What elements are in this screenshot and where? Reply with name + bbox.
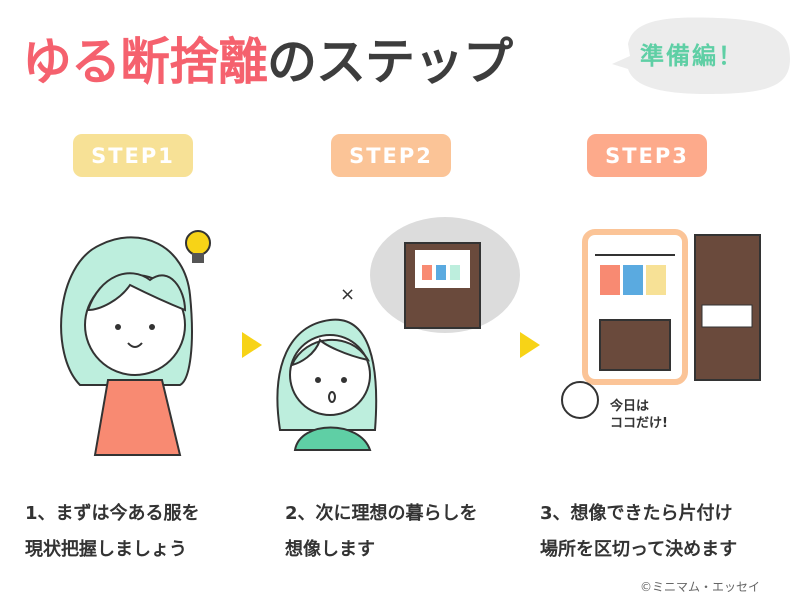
caption-line: 3、想像できたら片付け xyxy=(540,503,733,524)
note-line2: ココだけ! xyxy=(610,416,668,431)
caption-line: 想像します xyxy=(285,539,375,560)
arrow-icon xyxy=(242,332,262,358)
bubble-label: 準備編！ xyxy=(640,42,744,70)
step2-caption: 2、次に理想の暮らしを 想像します xyxy=(285,496,478,568)
step3-illustration xyxy=(561,229,761,419)
page-title: ゆる断捨離のステップ xyxy=(22,22,513,94)
title-highlight: ゆる断捨離 xyxy=(22,33,268,91)
today-note: 今日は ココだけ! xyxy=(610,398,668,432)
svg-text:×: × xyxy=(340,284,355,305)
step2-badge: STEP2 xyxy=(331,134,451,177)
step2-illustration: × xyxy=(276,217,520,451)
step3-caption: 3、想像できたら片付け 場所を区切って決めます xyxy=(540,496,737,568)
copyright: ©ミニマム・エッセイ xyxy=(640,580,761,594)
step1-illustration xyxy=(60,230,211,456)
step1-badge: STEP1 xyxy=(73,134,193,177)
caption-line: 場所を区切って決めます xyxy=(540,539,738,560)
step1-caption: 1、まずは今ある服を 現状把握しましょう xyxy=(25,496,200,568)
title-rest: のステップ xyxy=(267,33,513,91)
caption-line: 2、次に理想の暮らしを xyxy=(285,503,478,524)
caption-line: 1、まずは今ある服を xyxy=(25,503,200,524)
step3-badge: STEP3 xyxy=(587,134,707,177)
note-line1: 今日は xyxy=(610,399,650,414)
caption-line: 現状把握しましょう xyxy=(25,539,187,560)
arrow-icon xyxy=(520,332,540,358)
speech-bubble xyxy=(612,17,790,95)
